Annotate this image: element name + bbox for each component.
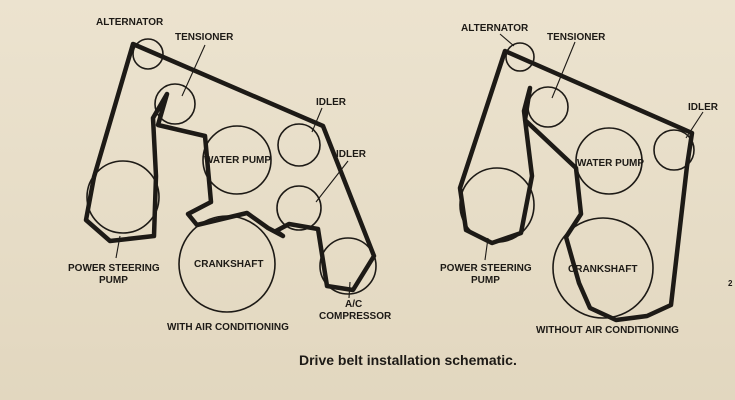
tensioner-leader [181,44,206,97]
label-crankshaft-no-ac: CRANKSHAFT [568,264,637,275]
water-pump-pulley-no-ac [575,127,643,195]
idler-lower-leader [315,160,349,203]
diagram-with-ac: ALTERNATOR TENSIONER IDLER WATER PUMP ID… [68,17,392,333]
label-crankshaft: CRANKSHAFT [194,259,263,270]
label-idler-no-ac: IDLER [688,102,719,113]
label-water-pump-no-ac: WATER PUMP [577,158,644,169]
label-tensioner: TENSIONER [175,32,234,43]
alternator-pulley-no-ac [505,42,535,72]
label-power-steering-line1: POWER STEERING [68,263,160,274]
ac-compressor-pulley [319,237,377,295]
tensioner-pulley [154,83,196,125]
label-idler-lower: IDLER [336,149,367,160]
label-alternator-no-ac: ALTERNATOR [461,23,529,34]
idler-upper-pulley [277,123,321,167]
label-power-steering-line2-no-ac: PUMP [471,275,500,286]
figure-title: Drive belt installation schematic. [299,352,517,368]
drive-belt-with-ac [83,41,377,293]
idler-leader-no-ac [685,111,704,139]
power-steering-leader-no-ac [484,237,489,261]
label-power-steering-line1-no-ac: POWER STEERING [440,263,532,274]
label-idler-upper: IDLER [316,97,347,108]
power-steering-pump-pulley [86,160,160,234]
crankshaft-pulley-no-ac [552,217,654,319]
label-water-pump: WATER PUMP [204,155,271,166]
tensioner-pulley-no-ac [527,86,569,128]
crankshaft-pulley [178,215,276,313]
tensioner-leader-no-ac [551,41,576,99]
ac-compressor-leader [348,281,351,299]
power-steering-leader [115,235,121,259]
idler-pulley-no-ac [653,129,695,171]
alternator-pulley [132,38,164,70]
diagram-without-ac: ALTERNATOR TENSIONER IDLER WATER PUMP CR… [440,23,719,336]
label-tensioner-no-ac: TENSIONER [547,32,606,43]
power-steering-pump-pulley-no-ac [459,167,535,243]
label-ac-line2: COMPRESSOR [319,311,392,322]
idler-upper-leader [311,107,323,133]
page-mark: 2 [728,279,733,288]
alternator-leader-no-ac [499,33,515,47]
label-alternator: ALTERNATOR [96,17,164,28]
idler-lower-pulley [276,185,322,231]
caption-without-ac: WITHOUT AIR CONDITIONING [536,325,679,336]
caption-with-ac: WITH AIR CONDITIONING [167,322,289,333]
label-ac-line1: A/C [345,299,362,310]
label-power-steering-line2: PUMP [99,275,128,286]
water-pump-pulley [202,125,272,195]
